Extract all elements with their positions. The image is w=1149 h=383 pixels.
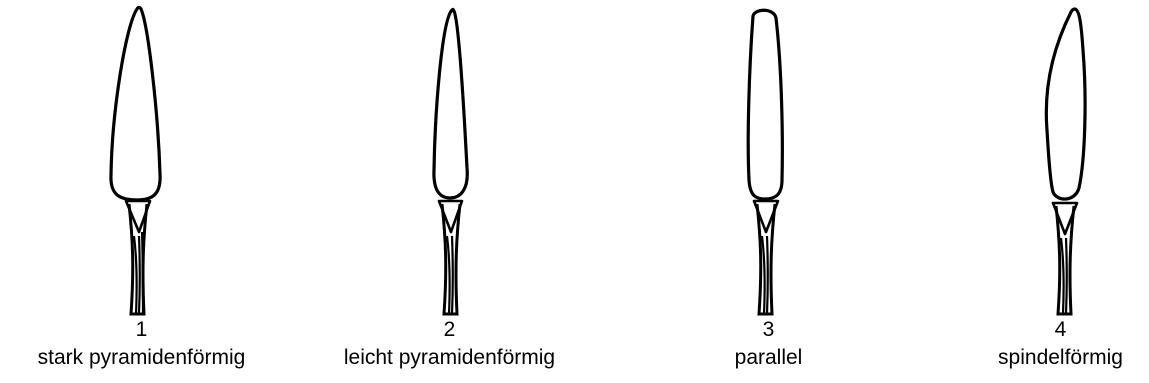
figure-2: 2 leicht pyramidenförmig (306, 0, 593, 383)
figure-label: parallel (625, 346, 912, 370)
figure-label: leicht pyramidenförmig (306, 346, 593, 370)
figure-label: stark pyramidenförmig (0, 346, 285, 370)
figure-1: 1 stark pyramidenförmig (0, 0, 285, 383)
figure-label: spindelförmig (917, 346, 1149, 370)
figure-4: 4 spindelförmig (917, 0, 1149, 383)
leaf-shape-strongly-pyramidal (0, 0, 285, 320)
leaf-shape-spindle (917, 0, 1149, 320)
figure-number: 4 (917, 318, 1149, 342)
leaf-shape-parallel (625, 0, 912, 320)
figure-3: 3 parallel (625, 0, 912, 383)
leaf-shape-slightly-pyramidal (306, 0, 593, 320)
figure-number: 3 (625, 318, 912, 342)
figure-number: 1 (0, 318, 285, 342)
figure-number: 2 (306, 318, 593, 342)
